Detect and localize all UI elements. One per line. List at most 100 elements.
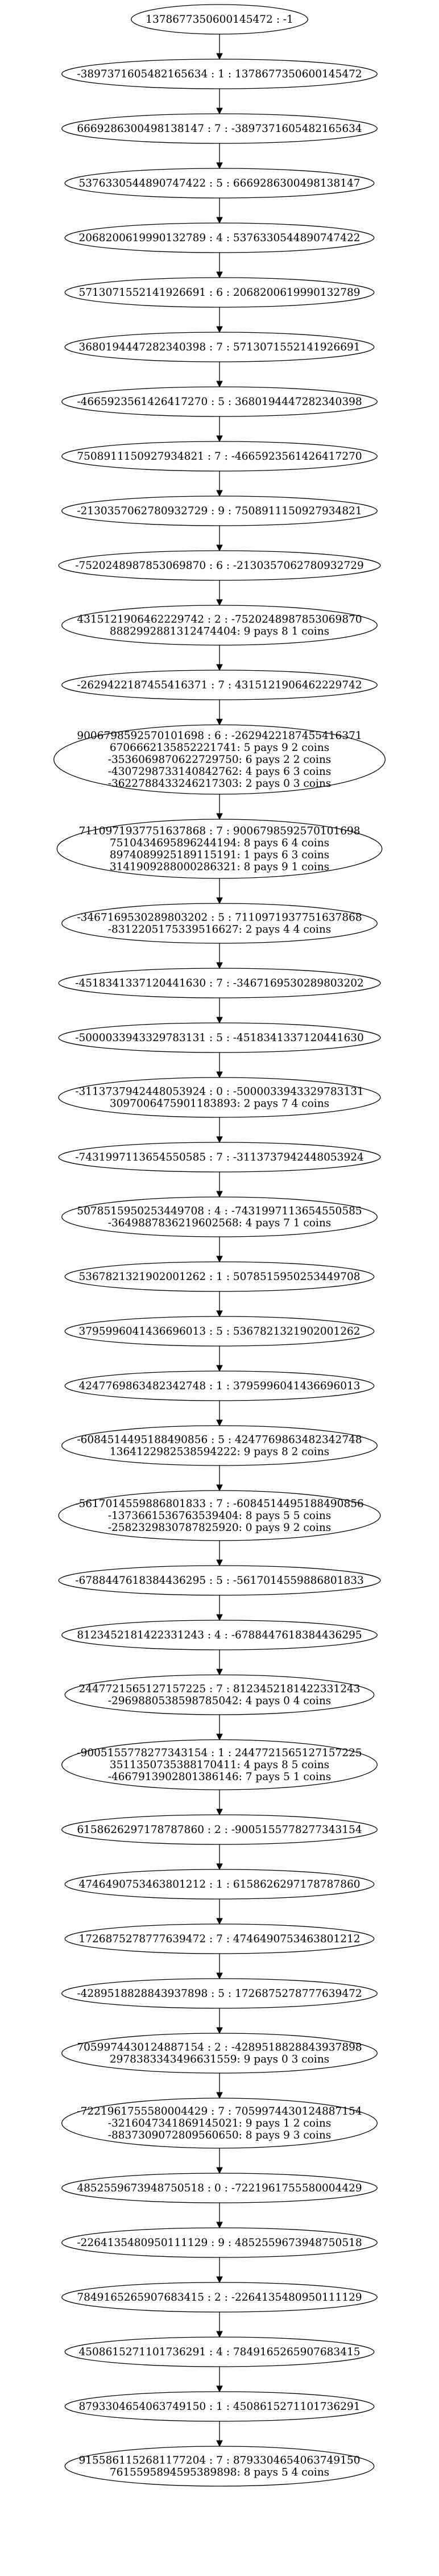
block-node-label: -6084514495188490856 : 5 : 4247769863482…	[77, 1434, 362, 1446]
block-node-ellipse	[58, 1077, 381, 1118]
block-node: -2264135480950111129 : 9 : 4852559673948…	[61, 2227, 378, 2258]
edge-arrowhead	[216, 1733, 223, 1741]
block-node-ellipse	[61, 1620, 378, 1650]
edge-arrowhead	[216, 1365, 223, 1372]
block-node: -3467169530289803202 : 5 : 7110971937751…	[61, 903, 378, 944]
block-node-ellipse	[61, 2282, 378, 2313]
block-node-ellipse	[64, 1674, 375, 1715]
edge-arrowhead	[216, 599, 223, 606]
block-node-ellipse	[61, 2033, 378, 2074]
transaction-label: 6706662135852221741: 5 pays 9 2 coins	[110, 742, 329, 754]
block-node-ellipse	[131, 4, 308, 35]
block-node-label: -2629422187455416371 : 7 : 4315121906462…	[77, 679, 362, 691]
edge-arrowhead	[216, 2385, 223, 2393]
block-node-ellipse	[61, 386, 378, 417]
block-node: 8793304654063749150 : 1 : 45086152711017…	[64, 2391, 375, 2422]
edge-arrowhead	[216, 162, 223, 170]
edge-arrowhead	[216, 1809, 223, 1816]
block-node-ellipse	[61, 59, 378, 89]
transaction-label: 3511350735388170411: 4 pays 8 5 coins	[110, 1759, 329, 1771]
transaction-label: -3536069870622729750: 6 pays 2 2 coins	[108, 754, 331, 766]
transaction-label: 3097006475901183893: 2 pays 7 4 coins	[110, 1098, 329, 1110]
block-node: -7520248987853069870 : 6 : -213035706278…	[58, 550, 381, 581]
block-node-label: -3467169530289803202 : 5 : 7110971937751…	[77, 912, 362, 924]
block-node-label: -2130357062780932729 : 9 : 7508911150927…	[77, 505, 362, 517]
transaction-label: -1373661536763539404: 8 pays 5 5 coins	[108, 1510, 331, 1522]
block-node: 6158626297178787860 : 2 : -9005155778277…	[61, 1814, 378, 1845]
block-node-label: -7221961755580004429 : 7 : 7059974430124…	[77, 2106, 362, 2117]
block-node: 9155861152681177204 : 7 : 87933046540637…	[64, 2446, 375, 2487]
block-node: 4746490753463801212 : 1 : 61586262971787…	[64, 1869, 375, 1900]
edge-arrowhead	[216, 1310, 223, 1318]
block-node-ellipse	[64, 2336, 375, 2367]
block-node: 4247769863482342748 : 1 : 37959960414366…	[64, 1370, 375, 1401]
edge-arrowhead	[216, 2167, 223, 2174]
block-node: -6084514495188490856 : 5 : 4247769863482…	[61, 1425, 378, 1466]
block-node: 3680194447282340398 : 7 : 57130715521419…	[64, 332, 375, 362]
block-node-label: 4247769863482342748 : 1 : 37959960414366…	[78, 1380, 360, 1392]
block-node: 5367821321902001262 : 1 : 50785159502534…	[64, 1261, 375, 1292]
edge-arrowhead	[216, 490, 223, 497]
block-node-label: 2068200619990132789 : 4 : 53763305448907…	[78, 232, 360, 244]
block-node-ellipse	[56, 819, 383, 879]
block-node: 9006798592570101698 : 6 : -2629422187455…	[53, 724, 386, 795]
edge-arrowhead	[216, 544, 223, 552]
block-node-ellipse	[61, 2098, 378, 2149]
block-node-label: 6158626297178787860 : 2 : -9005155778277…	[77, 1824, 362, 1836]
transaction-label: 2978383343496631559: 9 pays 0 3 coins	[110, 2054, 329, 2066]
block-node-ellipse	[61, 670, 378, 700]
block-node-label: 4508615271101736291 : 4 : 78491652659076…	[78, 2346, 360, 2358]
edge-arrowhead	[216, 1972, 223, 1980]
block-node-label: 4852559673948750518 : 0 : -7221961755580…	[77, 2182, 362, 2194]
block-node: 7508911150927934821 : 7 : -4665923561426…	[61, 441, 378, 472]
edge-arrowhead	[216, 2092, 223, 2099]
block-node-label: 3680194447282340398 : 7 : 57130715521419…	[78, 341, 360, 353]
edge-arrowhead	[216, 1191, 223, 1198]
block-node-ellipse	[58, 550, 381, 581]
block-node: -2629422187455416371 : 7 : 4315121906462…	[61, 670, 378, 700]
block-node: 5376330544890747422 : 5 : 66692863004981…	[64, 168, 375, 199]
block-node-ellipse	[61, 1978, 378, 2009]
block-node: 4852559673948750518 : 0 : -7221961755580…	[61, 2173, 378, 2203]
block-node: -3897371605482165634 : 1 : 1378677350600…	[61, 59, 378, 89]
block-node-label: 7110971937751637868 : 7 : 90067985925701…	[78, 825, 360, 837]
transaction-label: 7615595894595389898: 8 pays 5 4 coins	[110, 2467, 329, 2479]
block-node: 2068200619990132789 : 4 : 53763305448907…	[64, 222, 375, 253]
edge-arrowhead	[216, 381, 223, 388]
block-node-ellipse	[64, 332, 375, 362]
block-node-label: 5713071552141926691 : 6 : 20682006199901…	[78, 287, 360, 299]
edge-arrowhead	[216, 962, 223, 969]
block-node: 4508615271101736291 : 4 : 78491652659076…	[64, 2336, 375, 2367]
edge-arrowhead	[216, 217, 223, 224]
block-node-label: 5376330544890747422 : 5 : 66692863004981…	[78, 177, 360, 189]
block-node-label: -5617014559886801833 : 7 : -608451449518…	[75, 1498, 364, 1510]
block-node: 1726875278777639472 : 7 : 47464907534638…	[64, 1923, 375, 1954]
transaction-label: 8882992881312474404: 9 pays 8 1 coins	[110, 626, 329, 638]
edge-arrowhead	[216, 1559, 223, 1567]
block-node: -5000033943329783131 : 5 : -451834133712…	[58, 1022, 381, 1053]
block-node-label: 7059974430124887154 : 2 : -4289518828843…	[77, 2042, 362, 2054]
block-node: -9005155778277343154 : 1 : 2447721565127…	[61, 1739, 378, 1790]
edge-arrowhead	[216, 664, 223, 671]
transaction-label: -2582329830787825920: 0 pays 9 2 coins	[108, 1522, 331, 1534]
transaction-label: -3649887836219602568: 4 pays 7 1 coins	[108, 1217, 331, 1229]
edge-arrowhead	[216, 1484, 223, 1492]
block-node-label: 7508911150927934821 : 7 : -4665923561426…	[77, 451, 362, 463]
edge-arrowhead	[216, 1669, 223, 1676]
block-node: 7110971937751637868 : 7 : 90067985925701…	[56, 819, 383, 879]
block-node-ellipse	[58, 1142, 381, 1173]
edge-arrowhead	[216, 1071, 223, 1079]
block-node-label: 3795996041436696013 : 5 : 53678213219020…	[78, 1326, 360, 1337]
block-node: 3795996041436696013 : 5 : 53678213219020…	[64, 1316, 375, 1347]
block-node-label: 9155861152681177204 : 7 : 87933046540637…	[78, 2455, 360, 2467]
block-node-label: 9006798592570101698 : 6 : -2629422187455…	[77, 730, 362, 742]
block-node: 1378677350600145472 : -1	[131, 4, 308, 35]
edge-arrowhead	[216, 271, 223, 279]
block-node-label: 4315121906462229742 : 2 : -7520248987853…	[77, 614, 362, 626]
block-node-ellipse	[61, 496, 378, 526]
block-node: -4518341337120441630 : 7 : -346716953028…	[58, 968, 381, 998]
block-node-ellipse	[61, 903, 378, 944]
edge-arrowhead	[216, 2027, 223, 2034]
block-node-ellipse	[61, 441, 378, 472]
